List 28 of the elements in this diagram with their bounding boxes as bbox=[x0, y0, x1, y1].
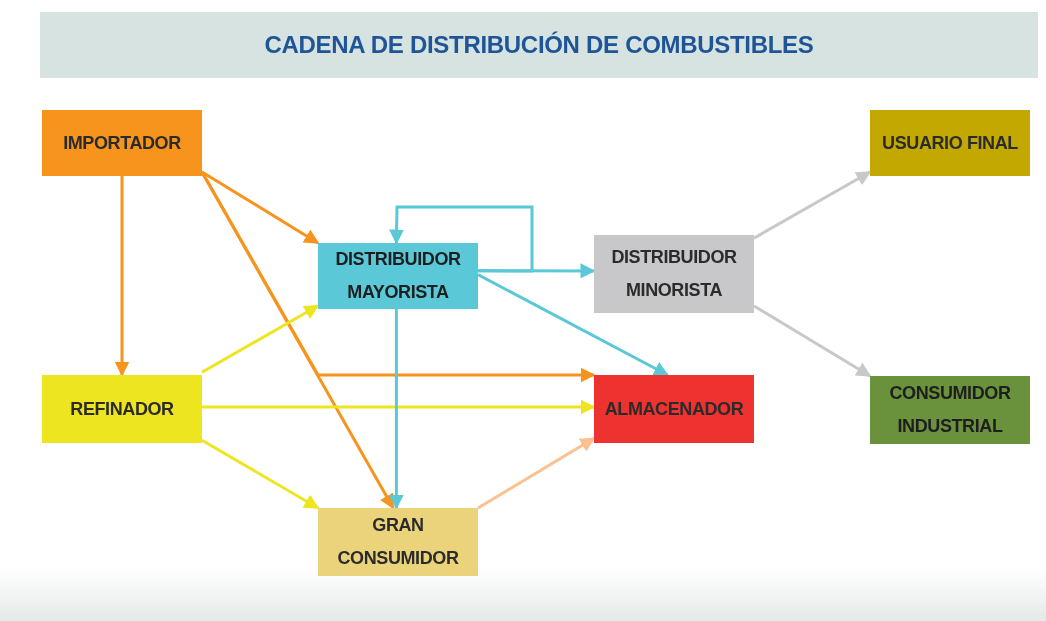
arrow bbox=[202, 399, 596, 415]
process-box bbox=[318, 243, 478, 309]
process-box bbox=[594, 235, 754, 313]
arrow bbox=[201, 170, 320, 245]
arrow bbox=[201, 304, 320, 374]
arrow bbox=[389, 205, 534, 273]
arrow bbox=[388, 309, 404, 510]
title: CADENA DE DISTRIBUCIÓN DE COMBUSTIBLES bbox=[264, 31, 814, 59]
process-box bbox=[42, 110, 202, 176]
arrow bbox=[477, 273, 669, 377]
node-label: USUARIO FINAL bbox=[882, 131, 1018, 155]
node-label: GRAN CONSUMIDOR bbox=[336, 514, 460, 570]
node-label: IMPORTADOR bbox=[63, 131, 181, 155]
arrow bbox=[753, 304, 872, 378]
node-label: ALMACENADOR bbox=[604, 397, 744, 421]
node-label: DISTRIBUIDOR MAYORISTA bbox=[334, 248, 462, 304]
node-label: CONSUMIDOR INDUSTRIAL bbox=[888, 382, 1012, 438]
node-label: REFINADOR bbox=[70, 397, 174, 421]
process-box bbox=[42, 375, 202, 443]
node-label: DISTRIBUIDOR MINORISTA bbox=[610, 246, 738, 302]
process-box bbox=[870, 376, 1030, 444]
arrow bbox=[201, 439, 320, 510]
arrow bbox=[114, 176, 130, 377]
arrow bbox=[477, 436, 596, 510]
process-box bbox=[870, 110, 1030, 176]
arrow bbox=[753, 170, 872, 240]
process-box bbox=[594, 375, 754, 443]
process-box bbox=[318, 508, 478, 576]
